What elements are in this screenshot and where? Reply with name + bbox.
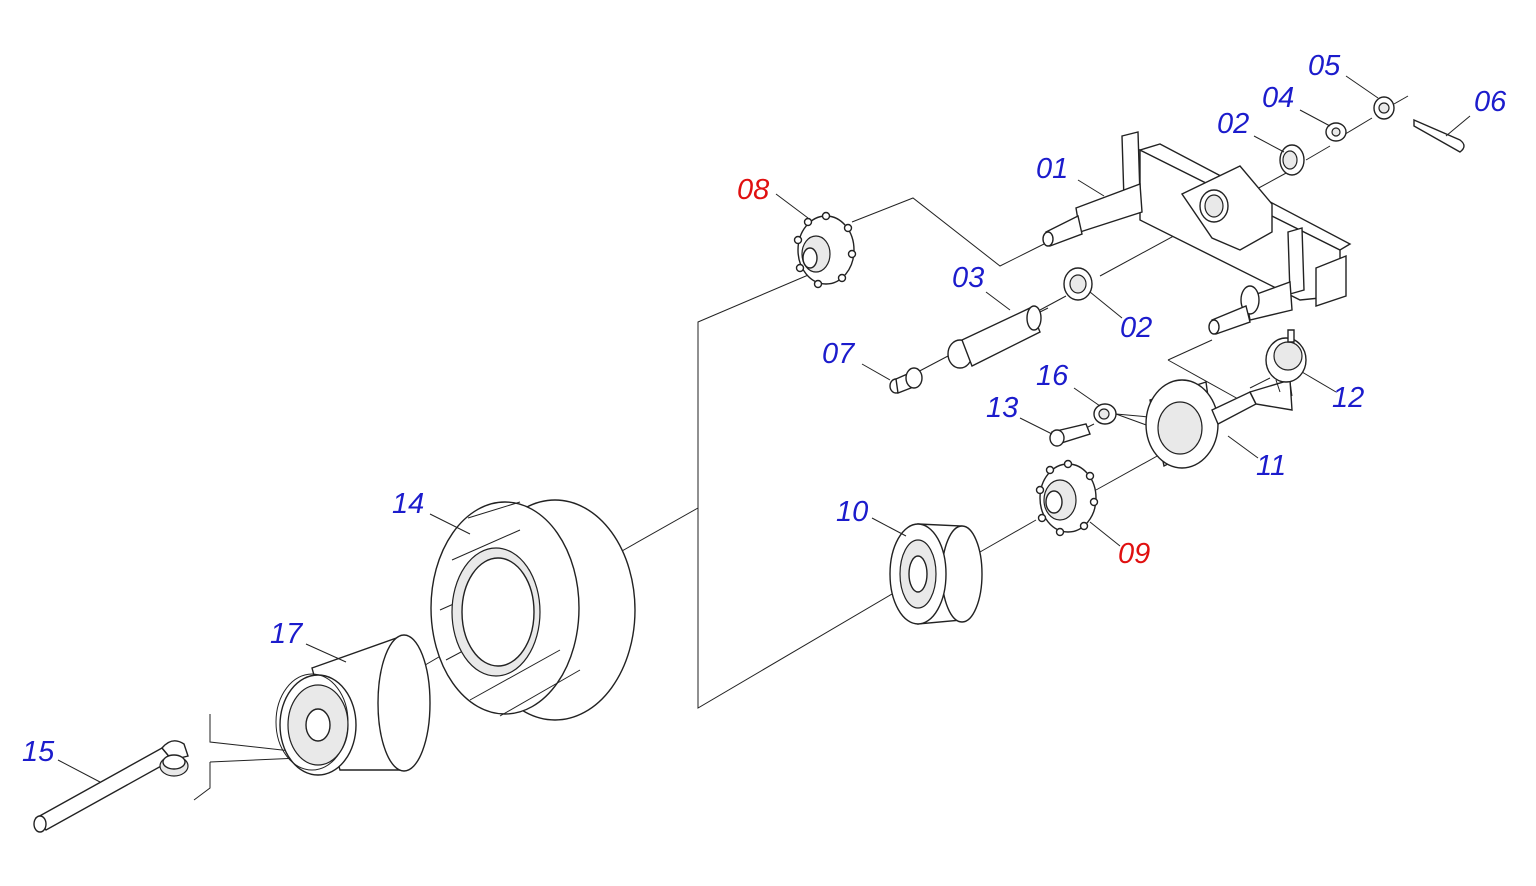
callout-10: 10 [836,496,869,528]
callout-08: 08 [737,174,770,206]
part-02-bushing-lower [1063,267,1093,301]
part-03-pin [947,305,1049,369]
part-05-castle-nut [1373,96,1395,120]
part-15-shaft [33,740,189,833]
callout-14: 14 [392,488,425,520]
part-10-drum [889,523,983,625]
callout-02-upper: 02 [1217,108,1250,140]
callout-04: 04 [1262,82,1295,114]
callout-07: 07 [822,338,855,370]
part-08-hub [793,211,857,289]
part-11-brake-assembly [1145,379,1293,469]
callout-13: 13 [986,392,1019,424]
part-04-washer [1325,122,1347,142]
leader-lines [57,75,1471,783]
part-01-axle-beam [1042,131,1352,335]
callout-17: 17 [270,618,303,650]
part-16-nut [1093,403,1117,425]
part-02-bushing-upper [1279,144,1305,176]
callout-12: 12 [1332,382,1365,414]
callout-05: 05 [1308,50,1341,82]
callout-09: 09 [1118,538,1151,570]
callout-11: 11 [1256,450,1287,482]
part-07-fitting [889,367,923,394]
part-13-bolt [1049,423,1091,447]
callout-06: 06 [1474,86,1507,118]
callout-16: 16 [1036,360,1069,392]
callout-15: 15 [22,736,55,768]
part-06-cotter-pin [1413,118,1465,153]
callout-02-lower: 02 [1120,312,1153,344]
part-14-tyre [430,499,636,721]
callout-01: 01 [1036,153,1069,185]
part-17-rim [275,634,431,776]
part-12-brake-chamber [1265,329,1307,397]
callout-03: 03 [952,262,985,294]
part-09-hub [1035,459,1099,537]
